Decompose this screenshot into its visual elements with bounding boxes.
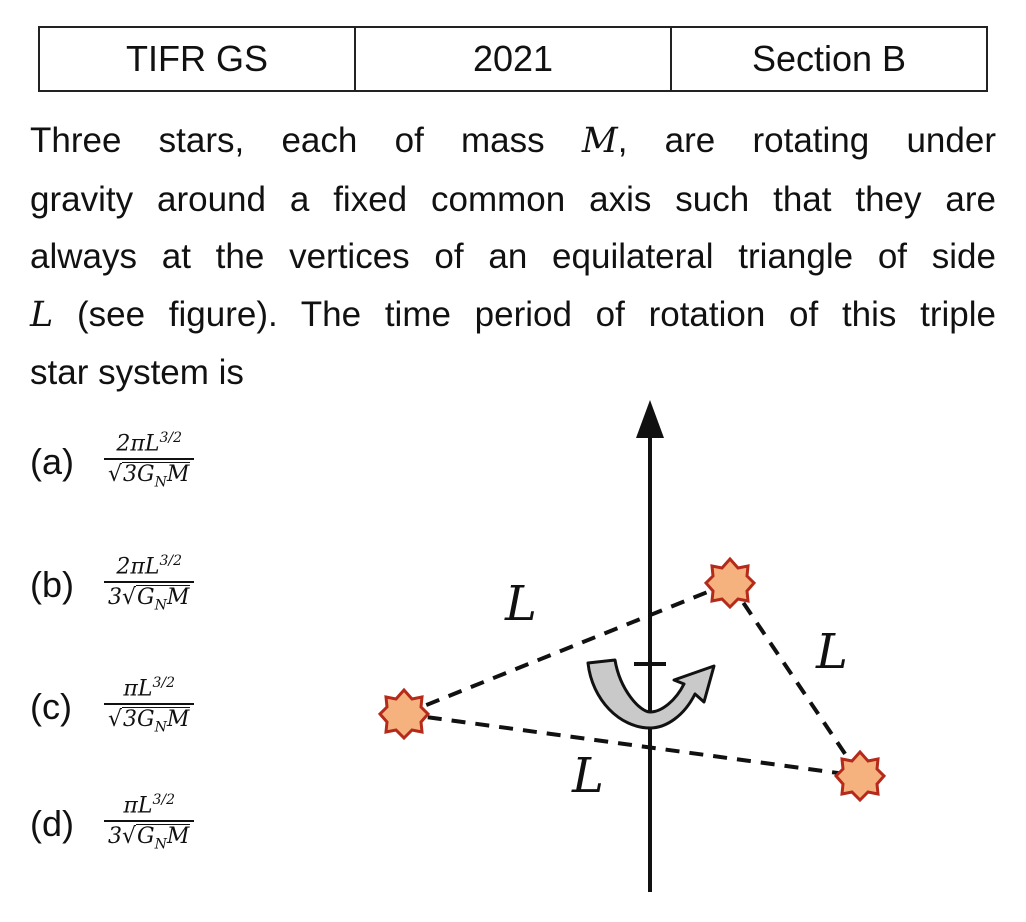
formula-denominator: 3√GNM xyxy=(104,820,195,856)
option-a[interactable]: (a) 2πL3/2 √3GNM xyxy=(30,430,195,495)
option-d[interactable]: (d) πL3/2 3√GNM xyxy=(30,792,195,857)
side-label-top: L xyxy=(504,576,537,632)
option-label: (d) xyxy=(30,803,74,845)
triangle-side-top xyxy=(403,581,731,716)
question-line-3: always at the vertices of an equilateral… xyxy=(30,237,996,276)
side-label-right: L xyxy=(815,624,848,680)
formula-denominator: √3GNM xyxy=(104,458,195,494)
option-formula: 2πL3/2 3√GNM xyxy=(104,553,195,618)
question-line-4: L (see figure). The time period of rotat… xyxy=(30,286,996,345)
question-text: Three stars, each of mass M, are rotatin… xyxy=(30,112,996,402)
star-icon-left xyxy=(377,687,431,741)
formula-numerator: 2πL3/2 xyxy=(116,553,182,580)
axis-arrowhead xyxy=(636,400,664,438)
question-line-1: Three stars, each of mass M, are rotatin… xyxy=(30,112,996,171)
star-icon-top xyxy=(703,556,757,610)
question-line-2: gravity around a fixed common axis such … xyxy=(30,179,996,219)
option-formula: πL3/2 3√GNM xyxy=(104,792,195,857)
header-section: Section B xyxy=(751,38,907,79)
formula-denominator: √3GNM xyxy=(104,703,195,739)
option-label: (b) xyxy=(30,564,74,606)
triangle-side-right xyxy=(728,581,862,778)
triangle-side-bottom xyxy=(403,712,861,778)
star-icon-right xyxy=(833,749,887,803)
formula-numerator: πL3/2 xyxy=(123,675,175,702)
option-formula: 2πL3/2 √3GNM xyxy=(104,430,195,495)
header-year: 2021 xyxy=(356,28,672,90)
header-exam: TIFR GS xyxy=(40,28,356,90)
option-formula: πL3/2 √3GNM xyxy=(104,675,195,740)
rotation-arrow-icon xyxy=(586,658,716,730)
formula-numerator: πL3/2 xyxy=(123,792,175,819)
option-c[interactable]: (c) πL3/2 √3GNM xyxy=(30,675,195,740)
question-line-4b: (see figure). The time period of rotatio… xyxy=(53,294,996,334)
header-table: TIFR GS 2021 Section B xyxy=(38,26,988,92)
option-label: (c) xyxy=(30,686,72,728)
mass-symbol: M xyxy=(581,121,618,161)
option-label: (a) xyxy=(30,441,74,483)
question-line-1b: , are rotating under xyxy=(617,121,996,160)
side-symbol: L xyxy=(30,294,54,335)
side-label-bottom: L xyxy=(571,748,604,804)
question-line-5: star system is xyxy=(30,353,244,392)
formula-denominator: 3√GNM xyxy=(104,581,195,617)
option-b[interactable]: (b) 2πL3/2 3√GNM xyxy=(30,553,195,618)
formula-numerator: 2πL3/2 xyxy=(116,430,182,457)
question-line-1a: Three stars, each of mass xyxy=(30,121,582,160)
